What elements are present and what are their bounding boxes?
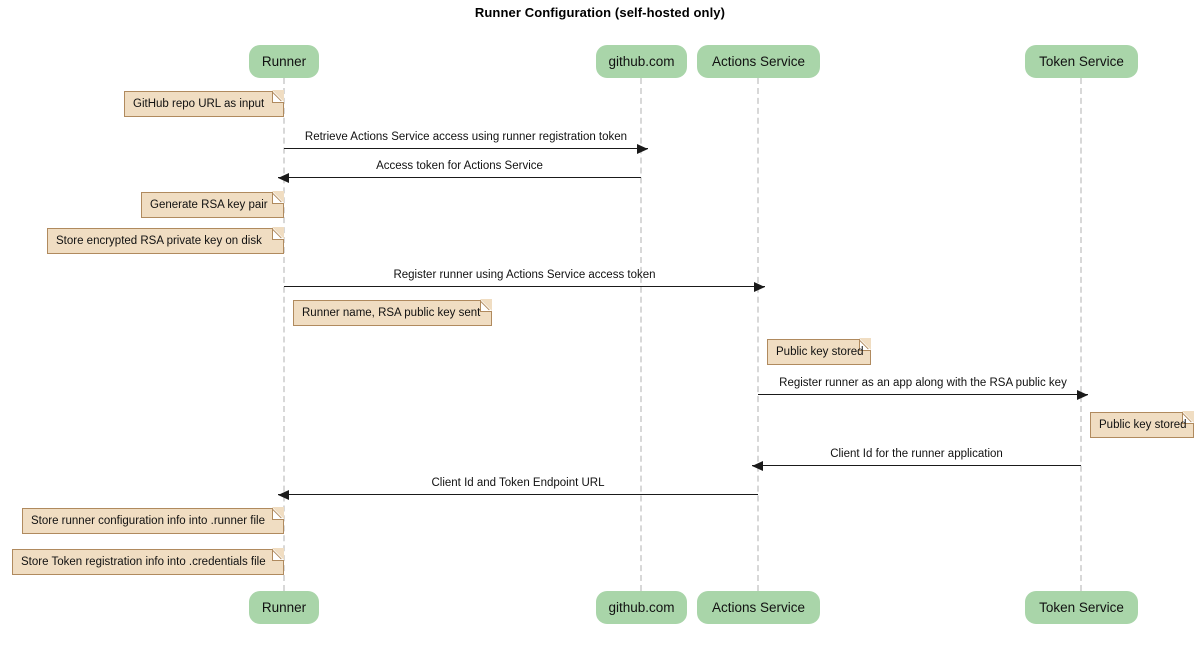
message-line-m5 <box>752 465 1081 466</box>
note-text: Store encrypted RSA private key on disk <box>56 235 262 247</box>
participant-label: Token Service <box>1039 600 1124 615</box>
message-label-m5: Client Id for the runner application <box>830 448 1003 460</box>
participant-github-bottom[interactable]: github.com <box>596 591 687 624</box>
lifeline-actions <box>757 78 759 591</box>
message-line-m1 <box>284 148 648 149</box>
note-text: Store Token registration info into .cred… <box>21 556 266 568</box>
note-n8: Store Token registration info into .cred… <box>12 548 284 575</box>
note-fold-line-icon <box>272 549 284 561</box>
arrowhead-left-icon <box>278 489 289 500</box>
note-fold-line-icon <box>272 91 284 103</box>
message-line-m2 <box>278 177 641 178</box>
lifeline-github <box>640 78 642 591</box>
page-title: Runner Configuration (self-hosted only) <box>474 5 726 20</box>
message-line-m3 <box>284 286 765 287</box>
arrowhead-left-icon <box>278 172 289 183</box>
arrowhead-right-icon <box>754 281 765 292</box>
participant-runner-top[interactable]: Runner <box>249 45 319 78</box>
message-label-m4: Register runner as an app along with the… <box>779 377 1067 389</box>
arrowhead-right-icon <box>637 143 648 154</box>
note-n1: GitHub repo URL as input <box>124 90 284 117</box>
message-line-m6 <box>278 494 758 495</box>
message-line-m4 <box>758 394 1088 395</box>
note-text: Public key stored <box>776 346 864 358</box>
participant-token-top[interactable]: Token Service <box>1025 45 1138 78</box>
participant-label: Token Service <box>1039 54 1124 69</box>
participant-label: Actions Service <box>711 54 806 69</box>
message-label-m6: Client Id and Token Endpoint URL <box>431 477 605 489</box>
arrowhead-left-icon <box>752 460 763 471</box>
participant-actions-bottom[interactable]: Actions Service <box>697 591 820 624</box>
participant-label: github.com <box>608 54 675 69</box>
arrowhead-right-icon <box>1077 389 1088 400</box>
note-n2: Generate RSA key pair <box>141 191 284 218</box>
lifeline-token <box>1080 78 1082 591</box>
participant-github-top[interactable]: github.com <box>596 45 687 78</box>
note-n7: Store runner configuration info into .ru… <box>22 507 284 534</box>
note-fold-line-icon <box>272 192 284 204</box>
participant-token-bottom[interactable]: Token Service <box>1025 591 1138 624</box>
lifeline-runner <box>283 78 285 591</box>
participant-label: Actions Service <box>711 600 806 615</box>
note-text: Runner name, RSA public key sent <box>302 307 481 319</box>
participant-runner-bottom[interactable]: Runner <box>249 591 319 624</box>
participant-label: github.com <box>608 600 675 615</box>
message-label-m2: Access token for Actions Service <box>376 160 543 172</box>
note-fold-line-icon <box>480 300 492 312</box>
note-n3: Store encrypted RSA private key on disk <box>47 227 284 254</box>
note-fold-line-icon <box>272 228 284 240</box>
participant-label: Runner <box>261 600 307 615</box>
participant-actions-top[interactable]: Actions Service <box>697 45 820 78</box>
note-text: Store runner configuration info into .ru… <box>31 515 265 527</box>
note-n5: Public key stored <box>767 338 871 365</box>
message-label-m3: Register runner using Actions Service ac… <box>393 269 656 281</box>
message-label-m1: Retrieve Actions Service access using ru… <box>304 131 628 143</box>
note-text: GitHub repo URL as input <box>133 98 265 110</box>
note-fold-line-icon <box>272 508 284 520</box>
note-n4: Runner name, RSA public key sent <box>293 299 492 326</box>
note-n6: Public key stored <box>1090 411 1194 438</box>
note-text: Generate RSA key pair <box>150 199 268 211</box>
participant-label: Runner <box>261 54 307 69</box>
note-text: Public key stored <box>1099 419 1187 431</box>
